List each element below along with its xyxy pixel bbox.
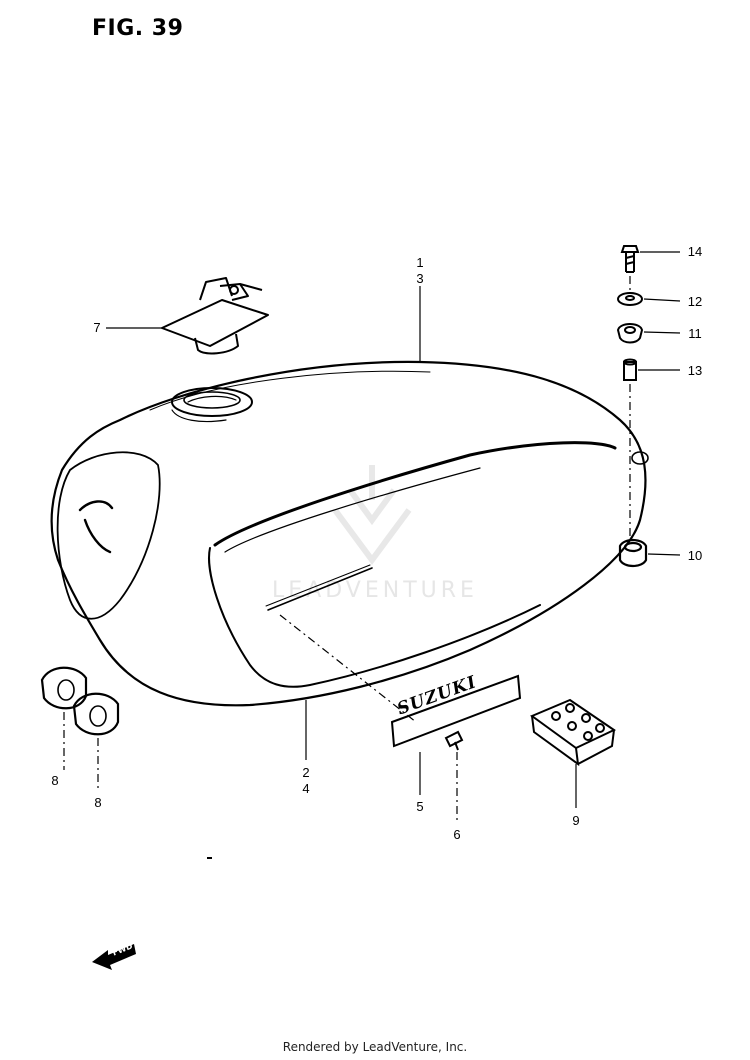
callout-11: 11 — [688, 326, 702, 341]
figure-title: FIG. 39 — [92, 16, 184, 41]
callout-13: 13 — [687, 363, 703, 378]
callout-14: 14 — [687, 244, 703, 259]
front-cushion-upper — [40, 666, 88, 710]
fuel-tank — [50, 360, 649, 707]
suzuki-emblem-plate — [390, 674, 522, 748]
callout-9: 9 — [572, 813, 580, 828]
callout-8-lower: 8 — [94, 795, 102, 810]
front-cushion-lower — [72, 692, 120, 736]
callout-5: 5 — [416, 799, 424, 814]
callout-1: 1 — [416, 255, 424, 270]
washer — [617, 292, 643, 306]
callout-6: 6 — [453, 827, 461, 842]
fuel-cap — [161, 277, 269, 355]
callout-4: 4 — [302, 781, 310, 796]
cushion — [616, 323, 644, 344]
rear-cushion — [618, 538, 648, 568]
callout-12: 12 — [687, 294, 703, 309]
forward-direction-arrow-icon — [92, 944, 136, 970]
leader-lines — [106, 251, 681, 808]
spacer — [623, 358, 637, 381]
callout-2: 2 — [302, 765, 310, 780]
callout-8-upper: 8 — [51, 773, 59, 788]
emblem-screw — [444, 730, 464, 751]
rubber-pad — [529, 698, 617, 767]
callout-3: 3 — [416, 271, 424, 286]
render-credit: Rendered by LeadVenture, Inc. — [282, 1040, 468, 1054]
callout-7: 7 — [93, 320, 101, 335]
callout-10: 10 — [687, 548, 703, 563]
mounting-bolt — [620, 245, 640, 273]
center-lines — [63, 276, 631, 822]
watermark-logo — [332, 465, 412, 566]
